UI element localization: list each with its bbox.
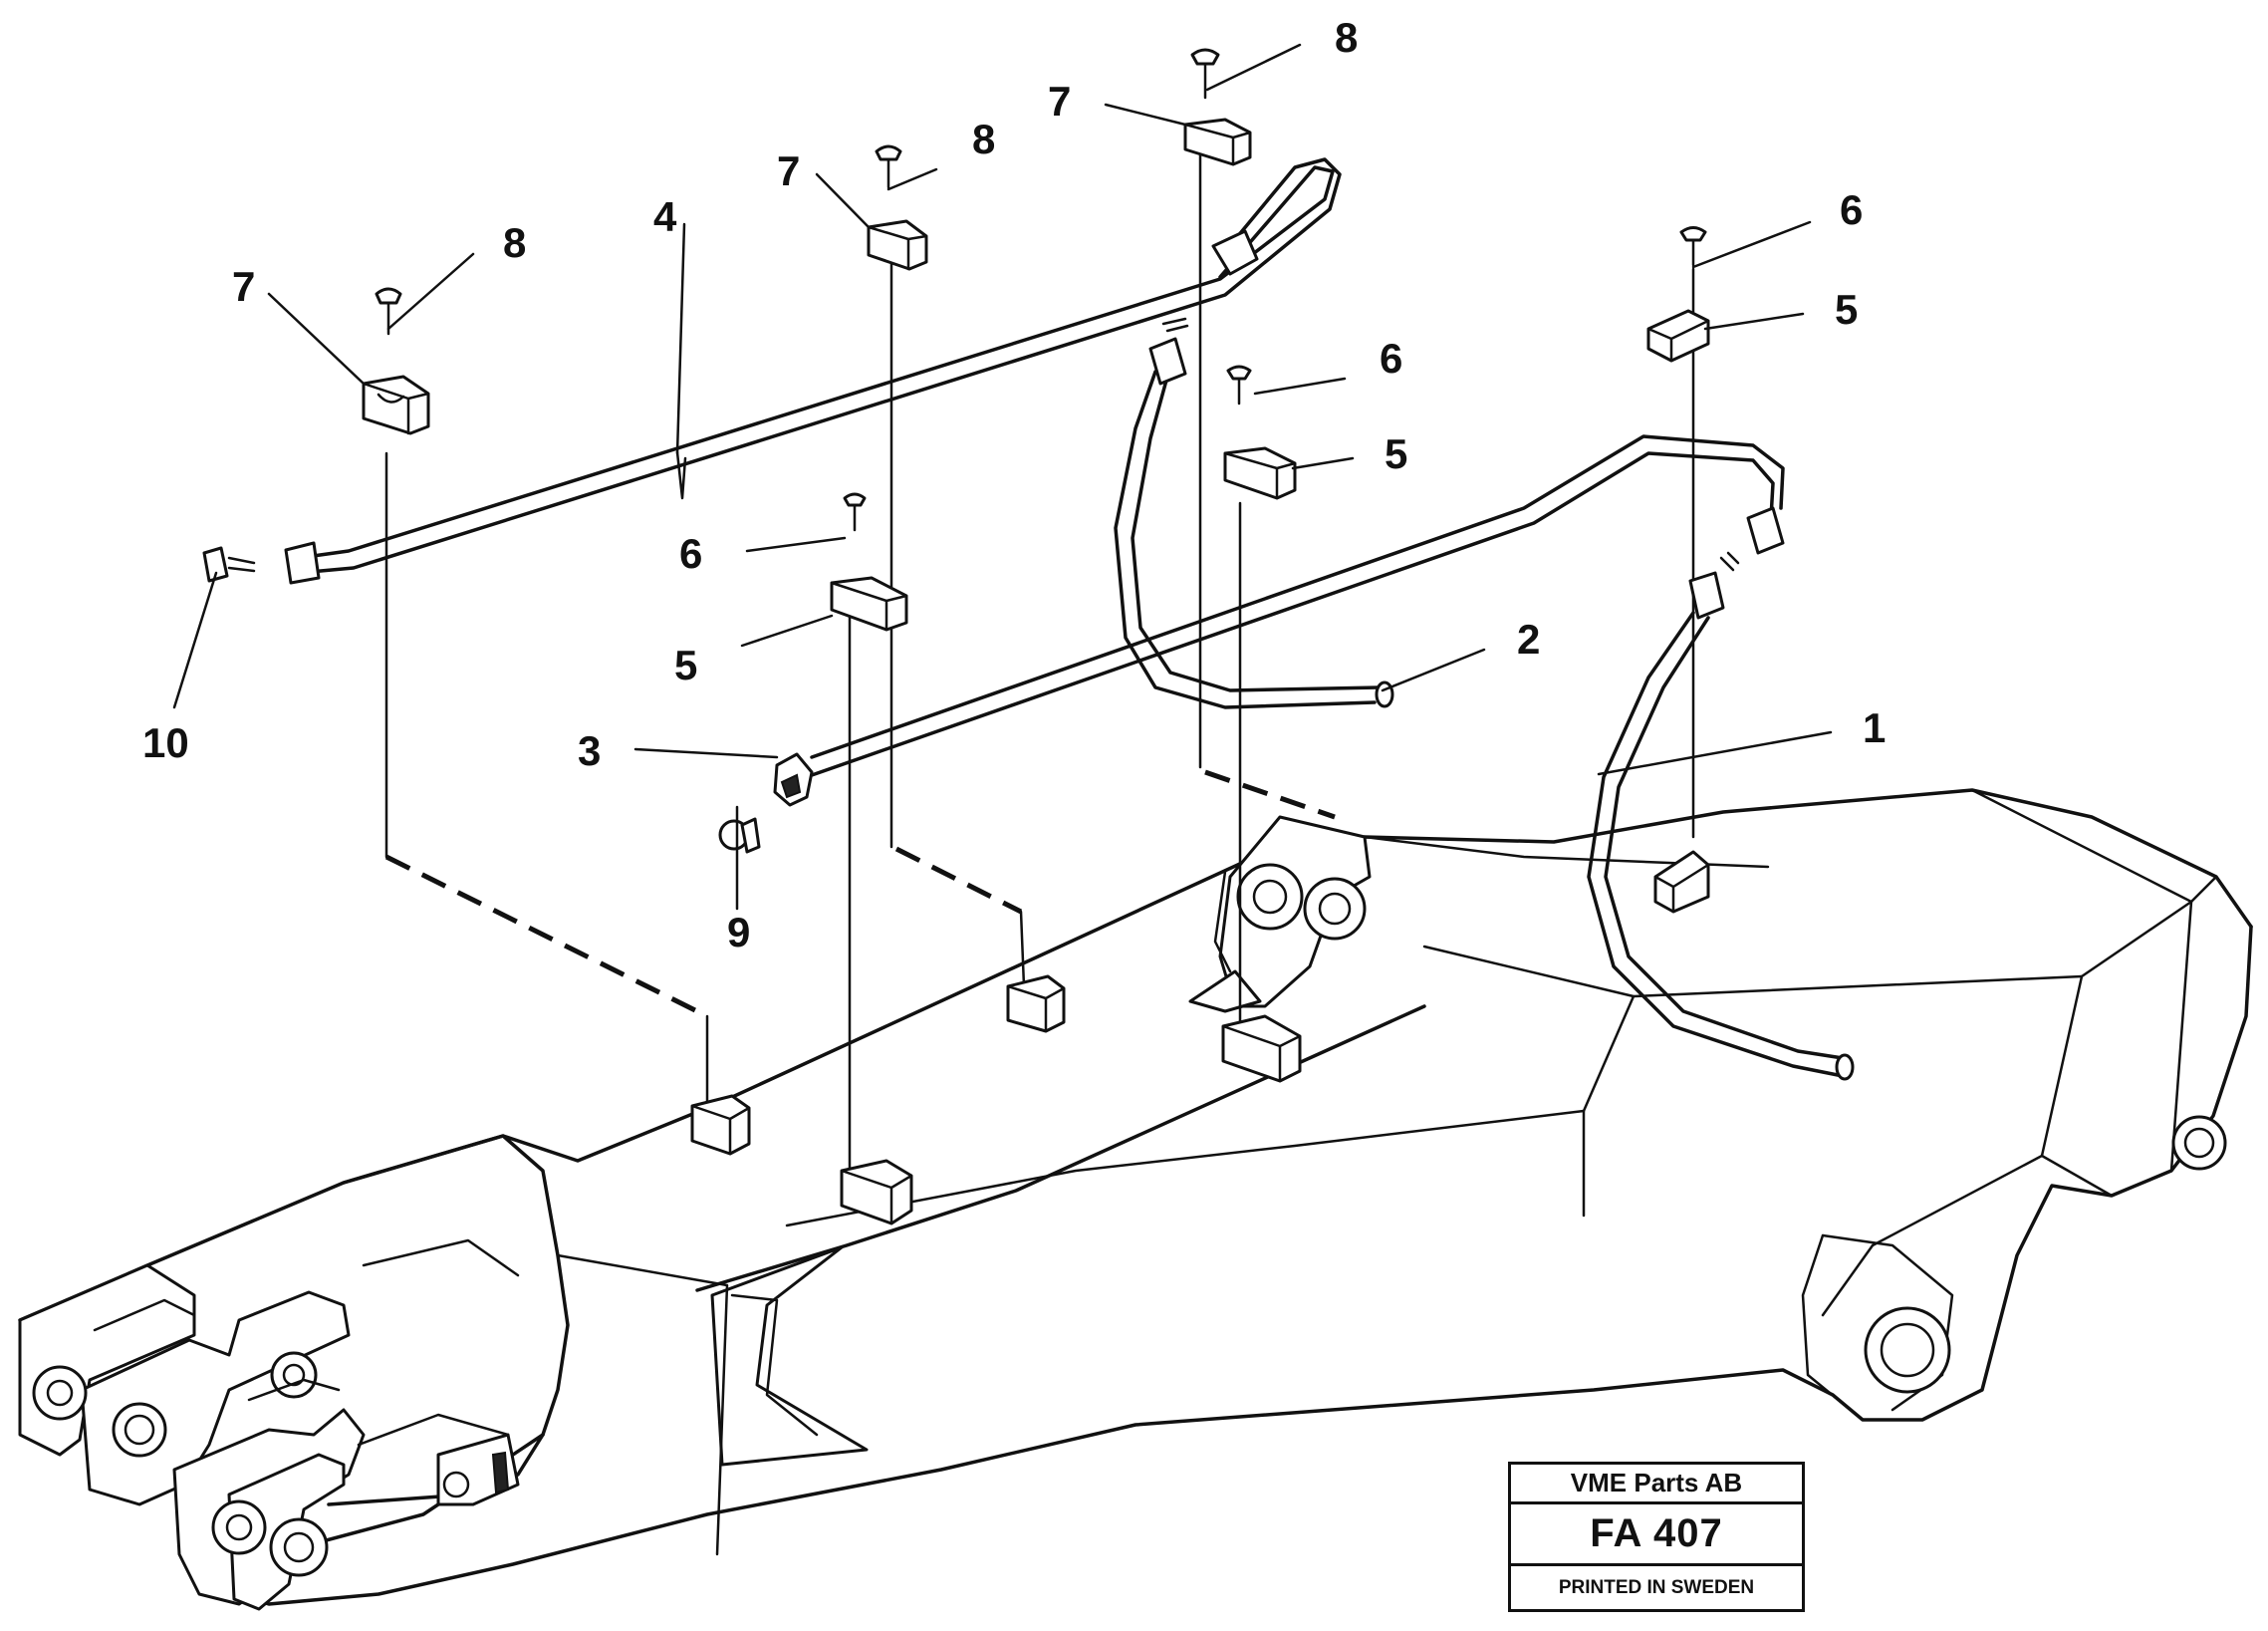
callout-9: 9 [727,909,750,955]
company-name: VME Parts AB [1511,1465,1802,1504]
diagram-code: FA 407 [1511,1504,1802,1566]
callout-labels: 1 2 3 4 5 5 5 6 6 6 7 7 7 8 8 8 9 10 [142,14,1886,955]
fittings [202,317,1740,854]
pipe-1-hose [1587,506,1855,1081]
callout-8-left: 8 [503,219,526,266]
mounted-clamps [690,850,1710,1225]
boom-arm [18,788,2253,1611]
pipe-2-hose [1114,337,1394,709]
callout-6-right: 6 [1840,186,1863,233]
callout-1: 1 [1863,704,1886,751]
callout-6-left: 6 [679,530,702,577]
callout-8-middle: 8 [972,116,995,162]
callout-5-centre: 5 [1385,430,1407,477]
pivot-lug [1188,815,1770,1013]
printed-note: PRINTED IN SWEDEN [1558,1576,1755,1598]
callout-6-centre: 6 [1380,335,1402,382]
pipe-4 [284,157,1342,585]
callout-4: 4 [653,193,677,240]
callout-5-right: 5 [1835,286,1858,333]
pipe-3 [773,434,1785,807]
callout-5-left: 5 [674,642,697,688]
callout-7-middle: 7 [777,147,800,194]
title-block: VME Parts AB FA 407 PRINTED IN SWEDEN [1508,1462,1805,1612]
callout-10: 10 [142,719,189,766]
callout-7-top: 7 [1048,78,1071,125]
leader-lines [172,43,1833,911]
loose-clamps [362,48,1710,632]
callout-8-top: 8 [1335,14,1358,61]
callout-2: 2 [1517,616,1540,663]
callout-7-left: 7 [232,263,255,310]
callout-3: 3 [578,727,601,774]
